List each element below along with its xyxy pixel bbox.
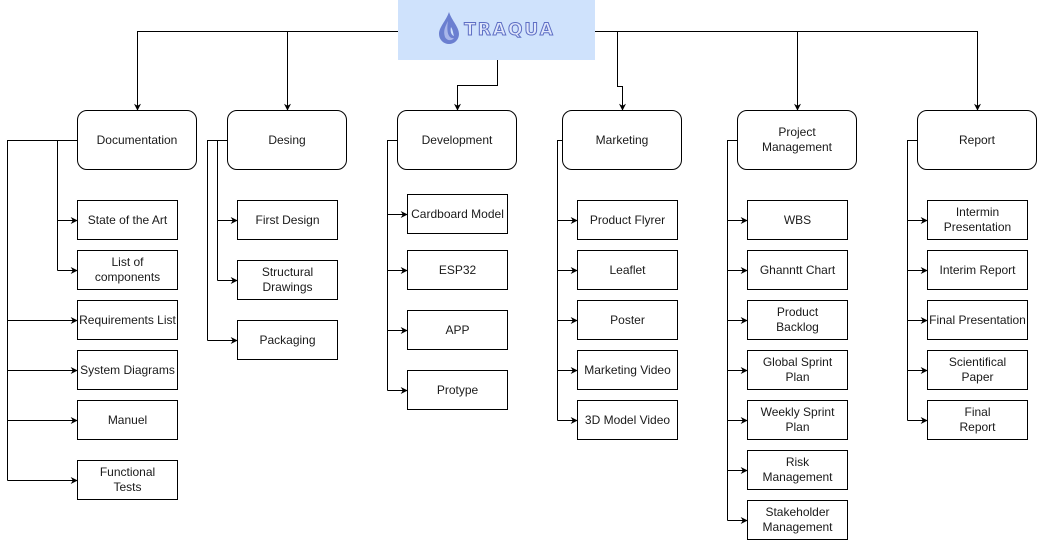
task-label: APP <box>445 322 470 337</box>
task-label: Risk Management <box>762 455 833 484</box>
task-node-product-backlog[interactable]: Product Backlog <box>747 300 848 340</box>
task-node-esp32[interactable]: ESP32 <box>407 250 508 290</box>
category-node-project-management[interactable]: Project Management <box>737 110 857 170</box>
category-label: Documentation <box>96 132 178 147</box>
task-label: Weekly Sprint Plan <box>760 405 835 434</box>
category-node-desing[interactable]: Desing <box>227 110 347 170</box>
category-node-development[interactable]: Development <box>397 110 517 170</box>
task-label: State of the Art <box>87 212 168 227</box>
task-node-cardboard-model[interactable]: Cardboard Model <box>407 194 508 234</box>
task-node-list-of-components[interactable]: List of components <box>77 250 178 290</box>
task-node-final-report[interactable]: Final Report <box>927 400 1028 440</box>
task-label: List of components <box>94 255 161 284</box>
task-label: Cardboard Model <box>411 206 504 221</box>
task-node-ghanntt-chart[interactable]: Ghanntt Chart <box>747 250 848 290</box>
trunk-marketing-0 <box>557 140 562 421</box>
trunk-project-management-0 <box>727 140 737 521</box>
water-drop-icon <box>438 11 460 50</box>
task-node-interim-report[interactable]: Interim Report <box>927 250 1028 290</box>
task-label: Protype <box>436 382 479 397</box>
task-node-structural-drawings[interactable]: Structural Drawings <box>237 260 338 300</box>
task-label: Scientifical Paper <box>948 355 1007 384</box>
task-node-app[interactable]: APP <box>407 310 508 350</box>
task-node-marketing-video[interactable]: Marketing Video <box>577 350 678 390</box>
trunk-documentation-0 <box>57 140 77 271</box>
trunk-documentation-1 <box>7 140 77 481</box>
task-node-first-design[interactable]: First Design <box>237 200 338 240</box>
task-node-scientifical-paper[interactable]: Scientifical Paper <box>927 350 1028 390</box>
task-label: Stakeholder Management <box>762 505 833 534</box>
task-label: Global Sprint Plan <box>762 355 833 384</box>
task-label: Structural Drawings <box>261 265 314 294</box>
task-label: WBS <box>783 212 812 227</box>
task-node-risk-management[interactable]: Risk Management <box>747 450 848 490</box>
task-label: Functional Tests <box>99 465 156 494</box>
task-node-stakeholder-management[interactable]: Stakeholder Management <box>747 500 848 540</box>
task-node-protype[interactable]: Protype <box>407 370 508 410</box>
category-node-documentation[interactable]: Documentation <box>77 110 197 170</box>
task-node-system-diagrams[interactable]: System Diagrams <box>77 350 178 390</box>
task-label: 3D Model Video <box>584 412 671 427</box>
logo-wordmark: TRAQUA <box>464 20 555 41</box>
task-node-leaflet[interactable]: Leaflet <box>577 250 678 290</box>
task-label: Manuel <box>107 412 148 427</box>
category-node-marketing[interactable]: Marketing <box>562 110 682 170</box>
task-node-global-sprint-plan[interactable]: Global Sprint Plan <box>747 350 848 390</box>
task-label: Interim Report <box>939 262 1016 277</box>
root-node-traqua[interactable]: TRAQUA <box>398 0 595 60</box>
task-label: Intermin Presentation <box>943 205 1012 234</box>
task-node-product-flyrer[interactable]: Product Flyrer <box>577 200 678 240</box>
task-node-functional-tests[interactable]: Functional Tests <box>77 460 178 500</box>
task-label: Packaging <box>259 332 316 347</box>
task-node-poster[interactable]: Poster <box>577 300 678 340</box>
task-label: System Diagrams <box>80 362 175 377</box>
task-label: Final Report <box>959 405 996 434</box>
task-node-state-of-the-art[interactable]: State of the Art <box>77 200 178 240</box>
category-label: Project Management <box>761 125 833 154</box>
category-label: Development <box>421 132 493 147</box>
task-node-wbs[interactable]: WBS <box>747 200 848 240</box>
trunk-desing-0 <box>217 140 227 281</box>
task-label: Requirements List <box>79 312 176 327</box>
task-label: ESP32 <box>438 262 477 277</box>
connector-root-to-development <box>454 60 498 111</box>
task-label: Ghanntt Chart <box>759 262 836 277</box>
task-node-intermin-presentation[interactable]: Intermin Presentation <box>927 200 1028 240</box>
category-node-report[interactable]: Report <box>917 110 1037 170</box>
trunk-development-0 <box>387 140 397 391</box>
task-node-requirements-list[interactable]: Requirements List <box>77 300 178 340</box>
task-node-weekly-sprint-plan[interactable]: Weekly Sprint Plan <box>747 400 848 440</box>
task-label: First Design <box>255 212 320 227</box>
trunk-report-0 <box>907 140 917 421</box>
task-label: Marketing Video <box>584 362 671 377</box>
task-label: Product Backlog <box>776 305 819 334</box>
connector-root-to-marketing <box>617 31 626 111</box>
task-label: Poster <box>610 312 645 327</box>
task-node-manuel[interactable]: Manuel <box>77 400 178 440</box>
task-node-packaging[interactable]: Packaging <box>237 320 338 360</box>
task-label: Leaflet <box>609 262 646 277</box>
category-label: Report <box>958 132 996 147</box>
task-node-3d-model-video[interactable]: 3D Model Video <box>577 400 678 440</box>
category-label: Marketing <box>595 132 649 147</box>
task-node-final-presentation[interactable]: Final Presentation <box>927 300 1028 340</box>
task-label: Product Flyrer <box>589 212 666 227</box>
task-label: Final Presentation <box>929 312 1026 327</box>
trunk-desing-1 <box>207 140 227 341</box>
category-label: Desing <box>268 132 306 147</box>
